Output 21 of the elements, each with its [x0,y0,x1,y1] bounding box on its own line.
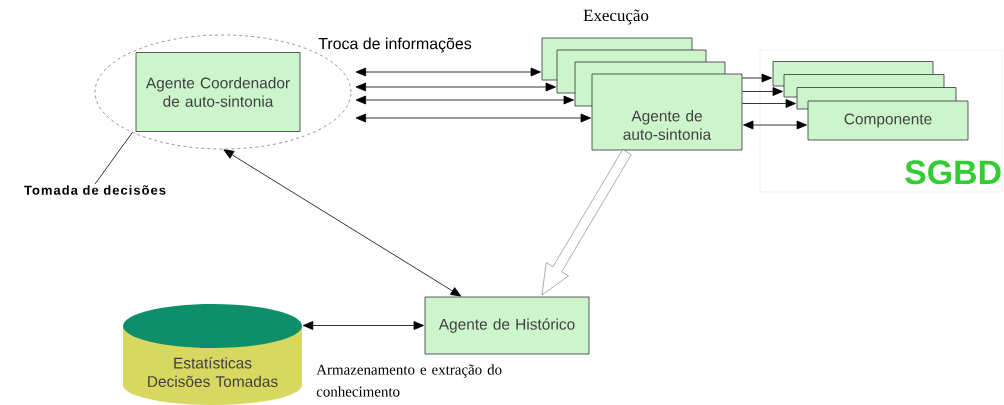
process-box: Agente de auto-sintonia [591,73,743,151]
database-cylinder: Estatísticas Decisões Tomadas [123,304,302,405]
arrow [355,95,574,105]
arrow [742,99,796,108]
arrow [355,82,556,92]
label-text: Troca de informações [318,37,472,53]
arrow [302,321,424,330]
process-box: Agente Coordenador de auto-sintonia [135,52,301,132]
process-box: Componente [807,100,969,141]
arrow [742,73,772,83]
arrow [743,120,807,130]
arrow [355,113,591,123]
arrow [355,67,541,77]
caption-text: Tomada de decisões [24,185,166,195]
label-text: Execução [583,9,649,25]
label-text: Armazenamento e extração do conhecimento [316,364,502,397]
arrow [742,87,783,96]
arrow [223,149,462,297]
block-arrow [541,149,632,296]
process-box: Agente de Histórico [424,296,590,355]
leader-line [94,132,133,185]
